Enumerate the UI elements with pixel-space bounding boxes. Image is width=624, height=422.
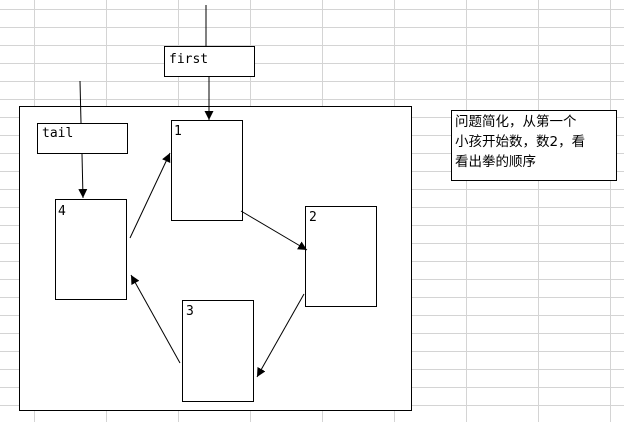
tail-pointer-box (37, 123, 128, 154)
node-2-label: 2 (309, 210, 317, 225)
edge-4-to-1 (129, 152, 171, 239)
node-4 (55, 199, 127, 300)
node-4-label: 4 (58, 204, 66, 219)
note-line-2: 小孩开始数，数2，看 (455, 134, 586, 150)
edge-1-to-2 (240, 210, 308, 251)
node-1-label: 1 (174, 124, 182, 139)
node-1 (171, 120, 243, 221)
node-3 (182, 300, 254, 402)
node-3-label: 3 (186, 304, 194, 319)
tail-pointer-label: tail (42, 126, 74, 141)
first-pointer-box (164, 46, 255, 77)
note-text: 问题简化，从第一个小孩开始数，数2，看看出拳的顺序 (455, 112, 615, 172)
note-box (451, 110, 617, 181)
edge-3-to-4 (130, 274, 181, 364)
tail-pointer-tail-line (79, 80, 82, 124)
first-pointer-label: first (169, 52, 209, 67)
edge-2-to-3 (256, 293, 305, 378)
note-line-1: 问题简化，从第一个 (455, 114, 577, 130)
node-2 (305, 206, 377, 307)
note-line-3: 看出拳的顺序 (455, 154, 536, 170)
tail-pointer-arrow (78, 153, 88, 199)
